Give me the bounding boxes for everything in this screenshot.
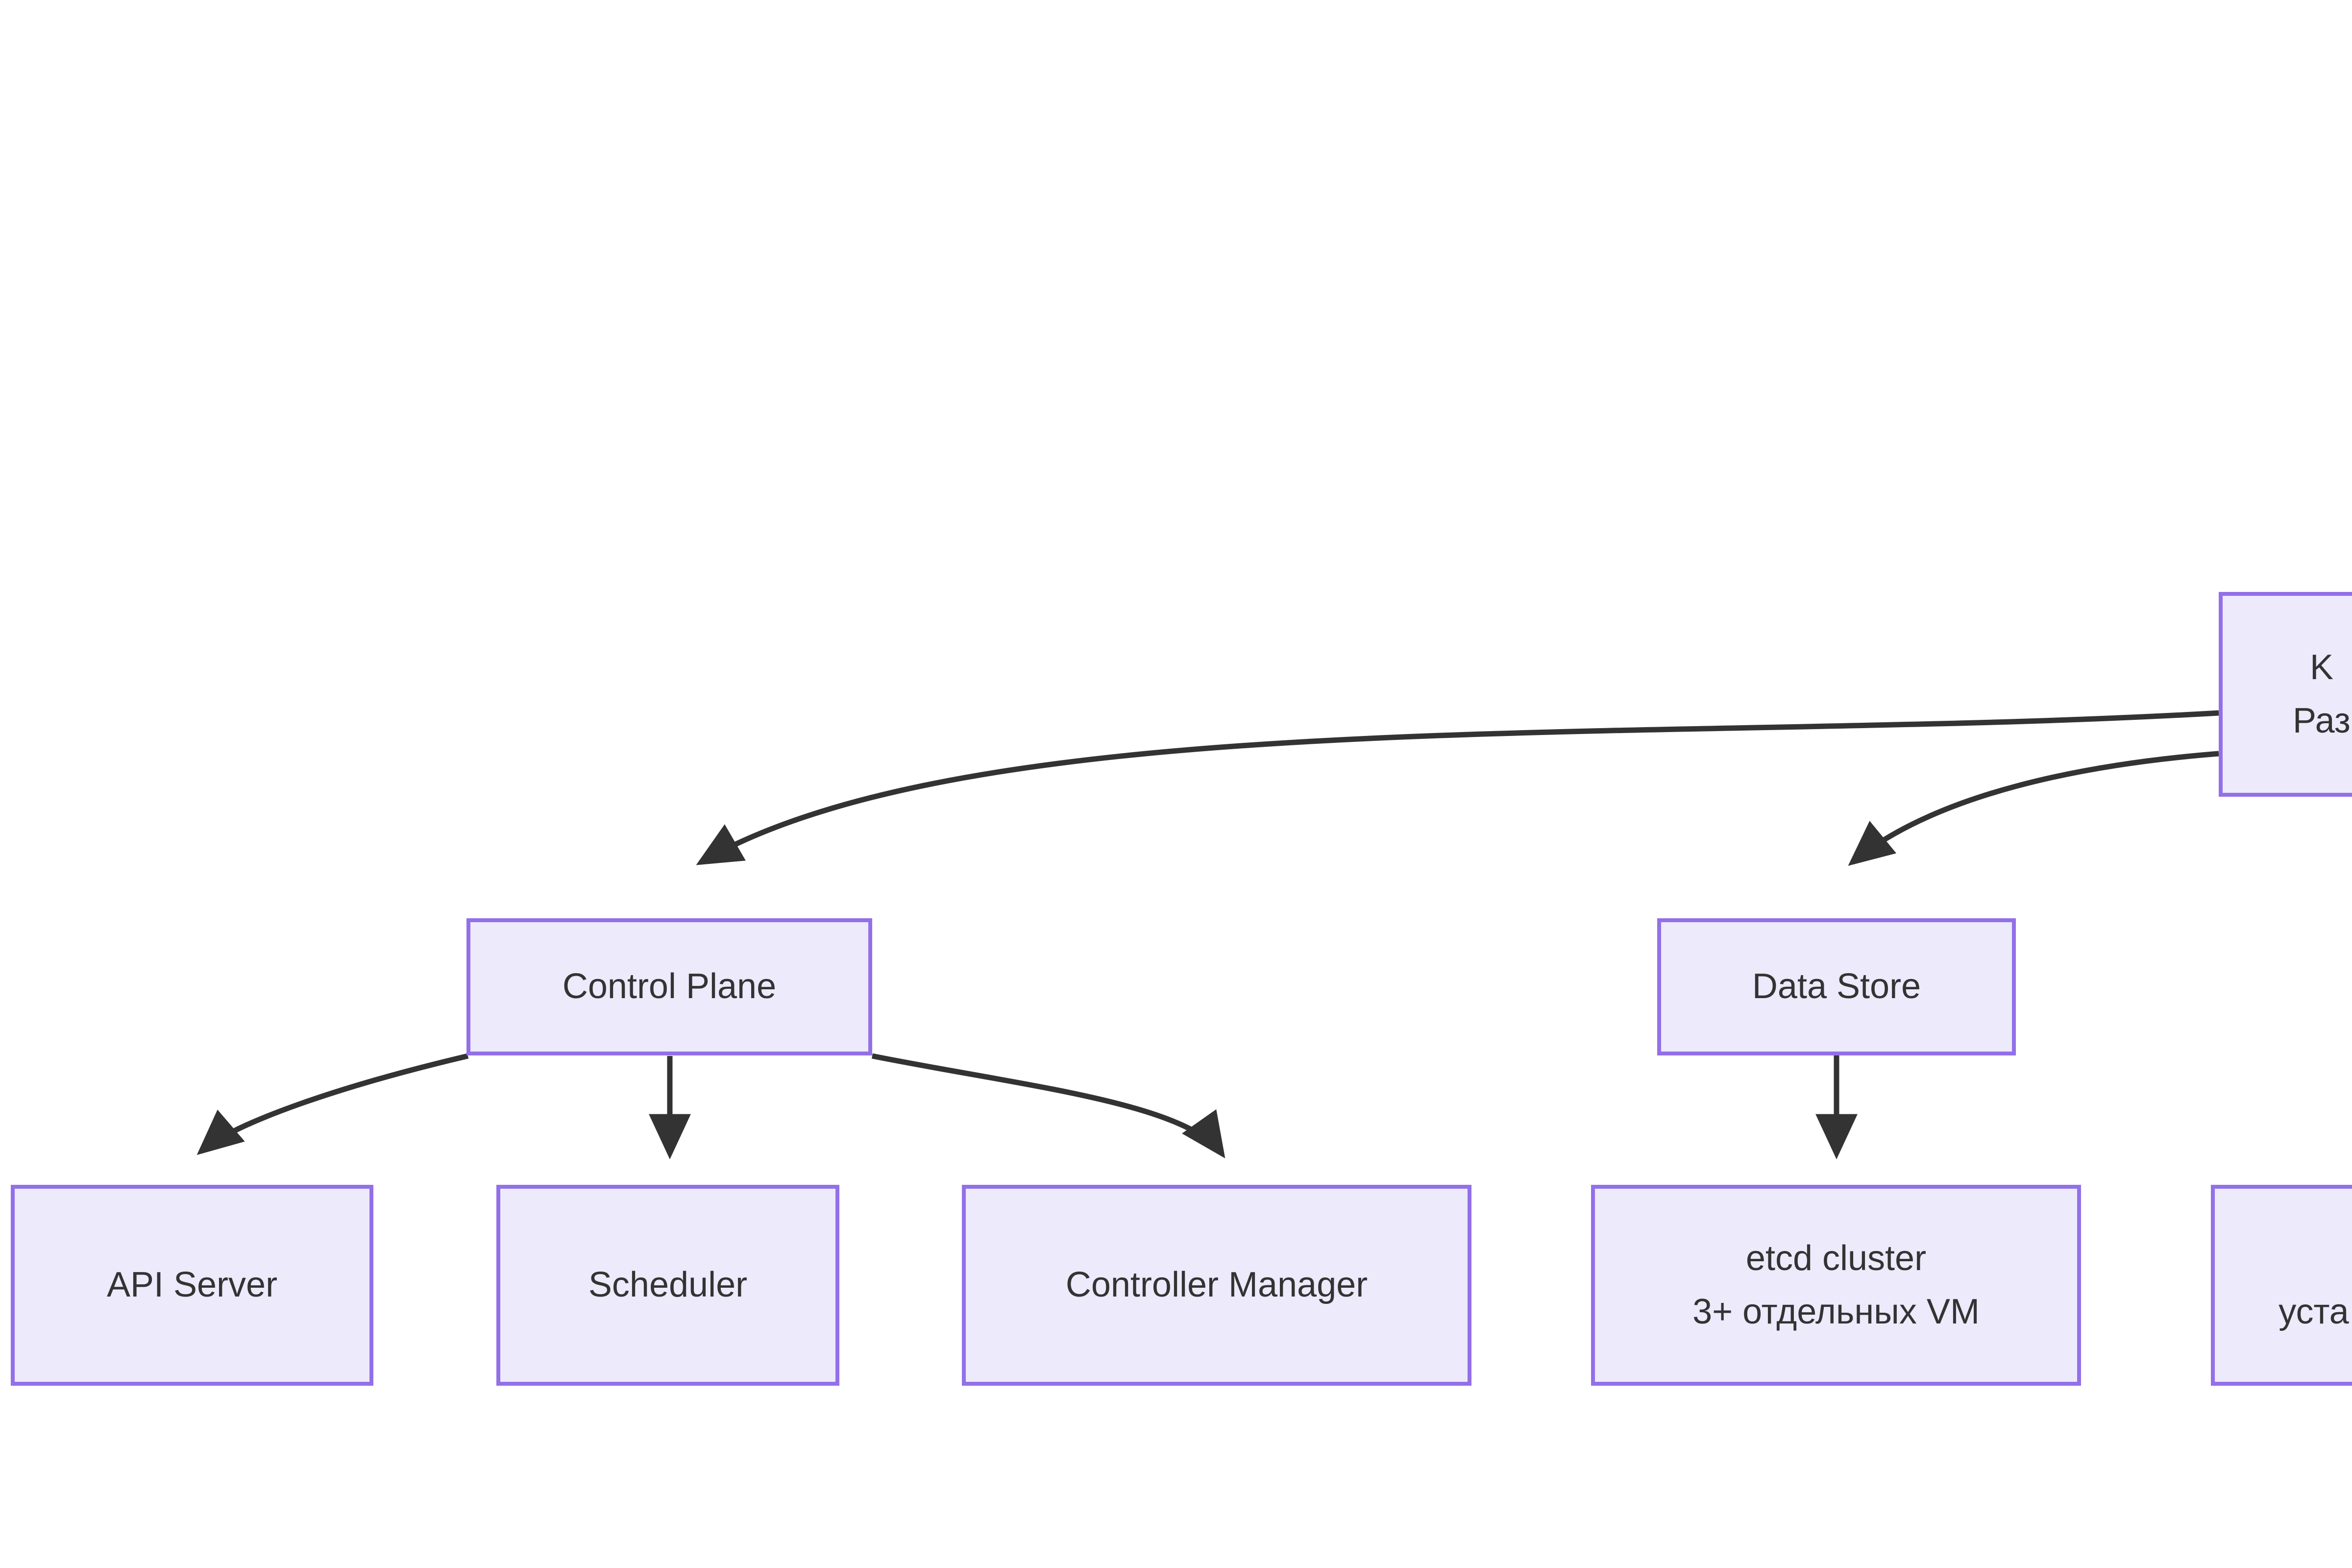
node-controller-manager[interactable]: Controller Manager [962,1185,1471,1386]
node-data-store[interactable]: Data Store [1657,918,2016,1055]
node-etcd-cluster-line1: etcd cluster [1745,1238,1927,1278]
edge-control-plane-to-controller-manager [871,1053,1225,1158]
edge-control-plane-to-api-server [196,1053,469,1155]
node-kubernetes-root-line1: K [2309,647,2334,687]
node-control-plane[interactable]: Control Plane [466,918,872,1055]
node-data-store-label: Data Store [1752,967,1921,1006]
node-scheduler-label: Scheduler [588,1265,748,1305]
node-kubernetes-root-line2: Раз [2293,701,2351,740]
node-api-server[interactable]: API Server [11,1185,373,1386]
edge-root-to-control-plane [696,710,2219,865]
node-install-clipped[interactable]: уста [2211,1185,2352,1386]
node-etcd-cluster-line2: 3+ отдельных VM [1692,1292,1980,1331]
edge-root-to-data-store [1848,751,2219,866]
node-etcd-cluster[interactable]: etcd cluster 3+ отдельных VM [1591,1185,2081,1386]
node-api-server-label: API Server [106,1265,278,1305]
node-scheduler[interactable]: Scheduler [496,1185,839,1386]
node-install-clipped-label: уста [2278,1292,2349,1331]
node-controller-manager-label: Controller Manager [1065,1265,1368,1305]
node-kubernetes-root[interactable]: K Раз [2219,592,2352,797]
node-control-plane-label: Control Plane [562,967,777,1006]
